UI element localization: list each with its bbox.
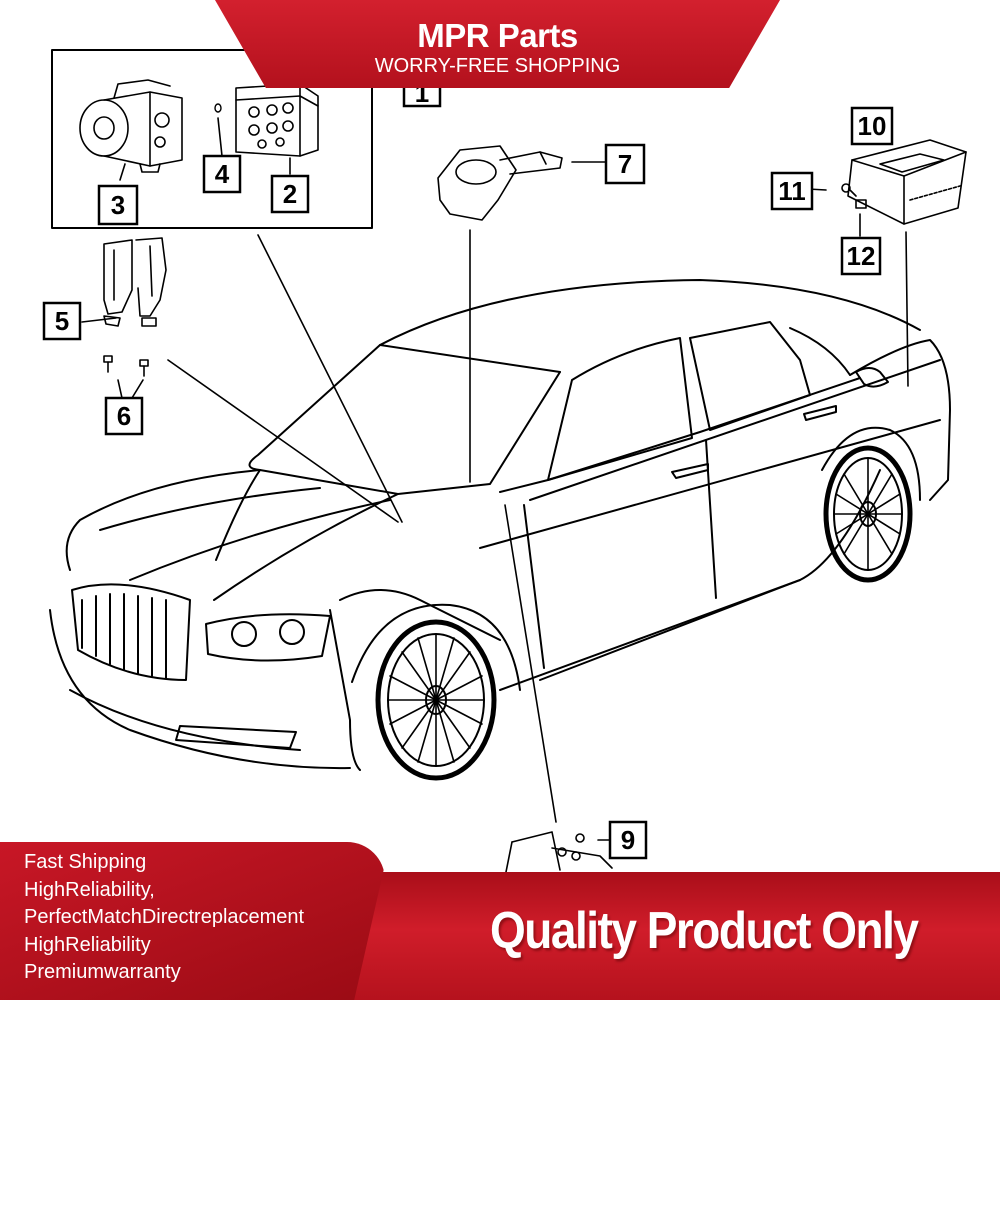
callout-4: 4 [202, 154, 242, 194]
callout-number: 5 [55, 306, 69, 336]
callout-number: 9 [621, 825, 635, 855]
callout-number: 12 [847, 241, 876, 271]
callout-10: 10 [850, 106, 894, 146]
feature-item: Fast Shipping [24, 851, 147, 873]
callout-5: 5 [42, 301, 82, 341]
callout-number: 4 [215, 159, 230, 189]
callout-number: 11 [778, 176, 806, 206]
top-brand-banner: MPR Parts WORRY-FREE SHOPPING [215, 0, 780, 88]
callout-box [840, 236, 882, 276]
feature-item: Premiumwarranty [24, 961, 181, 983]
callout-box [270, 174, 310, 214]
callout-7: 7 [604, 143, 646, 185]
callout-9: 9 [608, 820, 648, 860]
car-body [49, 279, 951, 771]
callout-box [202, 154, 242, 194]
callout-box [608, 820, 648, 860]
callout-box [97, 184, 139, 226]
abs-control-module-part [235, 83, 319, 157]
feature-item: PerfectMatchDirectreplacement [24, 906, 305, 928]
callout-12: 12 [840, 236, 882, 276]
leader-lines [81, 117, 909, 841]
o-ring-part [214, 103, 222, 113]
steering-switch-part [437, 145, 563, 221]
callout-number: 7 [618, 149, 632, 179]
callout-11: 11 [770, 171, 814, 211]
callout-6: 6 [104, 396, 144, 436]
callout-box [42, 301, 82, 341]
mounting-brackets-part [103, 237, 167, 327]
quality-slogan: Quality Product Only [490, 901, 919, 960]
callout-number: 10 [858, 111, 887, 141]
feature-item: HighReliability, [24, 878, 155, 901]
callout-number: 6 [117, 401, 131, 431]
abs-parts-inset-box [51, 49, 373, 229]
brand-name: MPR Parts [417, 17, 578, 54]
abs-pump-part [79, 79, 183, 173]
callout-box [850, 106, 894, 146]
body-control-module-part [847, 139, 967, 225]
feature-panel: Fast Shipping HighReliability, PerfectMa… [0, 842, 385, 1000]
small-fasteners-part [841, 183, 867, 209]
callout-3: 3 [97, 184, 139, 226]
lower-module-part [505, 831, 613, 873]
callout-number: 2 [283, 179, 297, 209]
callout-box [104, 396, 144, 436]
rear-wheel [823, 445, 913, 583]
brand-tagline: WORRY-FREE SHOPPING [374, 55, 621, 77]
front-wheel [375, 619, 497, 781]
callout-2: 2 [270, 174, 310, 214]
bolts-part [103, 355, 149, 377]
callout-number: 3 [111, 190, 125, 220]
feature-item: HighReliability [24, 933, 151, 956]
callout-box [604, 143, 646, 185]
callout-box [770, 171, 814, 211]
feature-list: Fast Shipping HighReliability, PerfectMa… [0, 842, 385, 987]
